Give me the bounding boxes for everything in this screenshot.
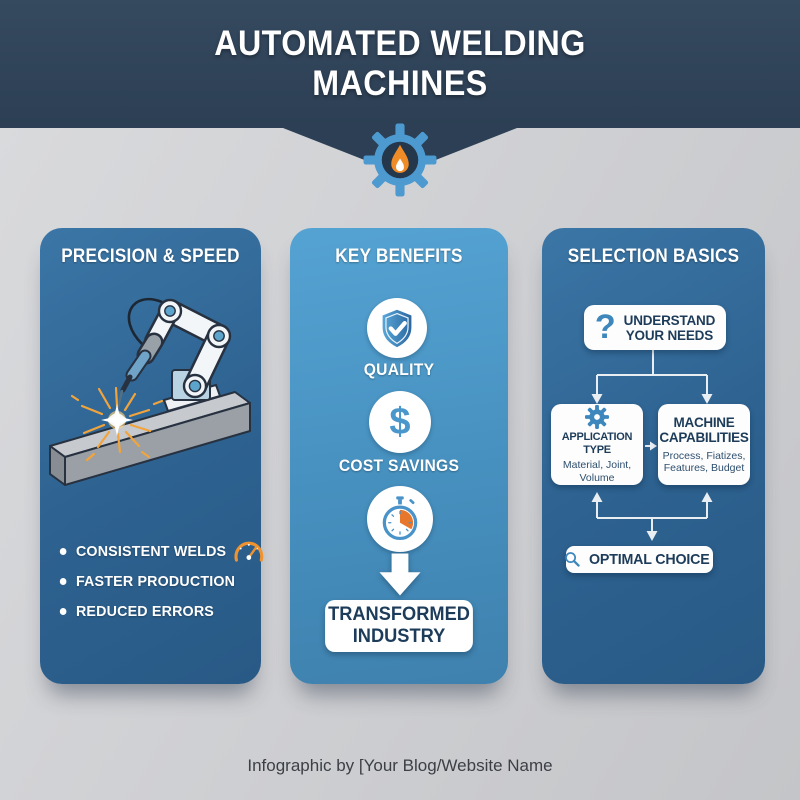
machine-capabilities-box: MACHINE CAPABILITIES Process, Fiatizes, … xyxy=(658,404,750,485)
question-mark-icon: ? xyxy=(594,307,616,346)
shield-check-icon xyxy=(367,298,427,358)
robot-cable xyxy=(127,297,163,345)
dollar-glyph: $ xyxy=(389,401,411,443)
bullet-dot xyxy=(59,577,67,585)
bullet-dot xyxy=(59,607,67,615)
optimal-choice-label: OPTIMAL CHOICE xyxy=(589,551,710,568)
application-type-subtitle: Material, Joint, Volume xyxy=(562,459,632,484)
flow-connectors xyxy=(591,350,713,541)
bullet-dot xyxy=(59,547,67,555)
magnifier-icon xyxy=(563,550,582,569)
welding-robot-illustration xyxy=(42,284,256,498)
optimal-choice-box: OPTIMAL CHOICE xyxy=(563,546,713,573)
page-title-line1: AUTOMATED WELDING xyxy=(214,24,586,63)
page-title: AUTOMATED WELDING MACHINES xyxy=(32,24,768,104)
footer-credit: Infographic by [Your Blog/Website Name xyxy=(247,756,553,775)
bullet-label: FASTER PRODUCTION xyxy=(75,572,236,590)
card-selection: SELECTION BASICS xyxy=(542,228,765,684)
down-arrow-icon xyxy=(372,553,428,597)
dollar-icon: $ xyxy=(369,391,431,453)
result-line1: TRANSFORMED xyxy=(328,604,470,625)
header-banner xyxy=(0,0,800,128)
gear-icon xyxy=(585,405,609,429)
result-line2: INDUSTRY xyxy=(352,626,446,647)
bullet-label: CONSISTENT WELDS xyxy=(75,542,227,560)
bullet-consistent-welds: CONSISTENT WELDS xyxy=(56,536,266,566)
card-precision-title: PRECISION & SPEED xyxy=(61,246,240,267)
spark-core xyxy=(101,404,133,436)
metal-beam xyxy=(49,391,251,486)
understand-needs-box: ? UNDERSTAND YOUR NEEDS xyxy=(584,305,726,350)
bullet-label: REDUCED ERRORS xyxy=(75,602,215,620)
welding-torch xyxy=(116,332,164,410)
transformed-industry-box: TRANSFORMED INDUSTRY xyxy=(325,600,473,652)
benefit-bullet-list: CONSISTENT WELDS FASTER PRODUCTION xyxy=(56,536,277,626)
benefit-label-cost-savings: COST SAVINGS xyxy=(338,456,460,475)
page-title-line2: MACHINES xyxy=(312,64,488,103)
gauge-icon xyxy=(232,537,266,565)
bullet-faster-production: FASTER PRODUCTION xyxy=(56,566,266,596)
application-type-box: APPLICATION TYPE Material, Joint, Volume xyxy=(551,404,643,485)
benefit-label-quality: QUALITY xyxy=(363,360,435,379)
arm-joints xyxy=(157,298,232,399)
card-precision: PRECISION & SPEED xyxy=(40,228,264,684)
card-selection-title: SELECTION BASICS xyxy=(567,246,740,267)
card-benefits-title: KEY BENEFITS xyxy=(335,246,463,267)
machine-capabilities-subtitle: Process, Fiatizes, Features, Budget xyxy=(662,449,746,475)
gear-flame-icon xyxy=(362,122,438,198)
stopwatch-icon xyxy=(367,486,433,552)
card-benefits: KEY BENEFITS QUALITY $ COST SAVINGS xyxy=(290,228,508,684)
machine-capabilities-title: MACHINE CAPABILITIES xyxy=(659,414,749,445)
spark-burst xyxy=(70,386,164,462)
application-type-title: APPLICATION TYPE xyxy=(561,431,633,456)
understand-needs-text: UNDERSTAND YOUR NEEDS xyxy=(623,312,716,343)
bullet-reduced-errors: REDUCED ERRORS xyxy=(56,596,266,626)
